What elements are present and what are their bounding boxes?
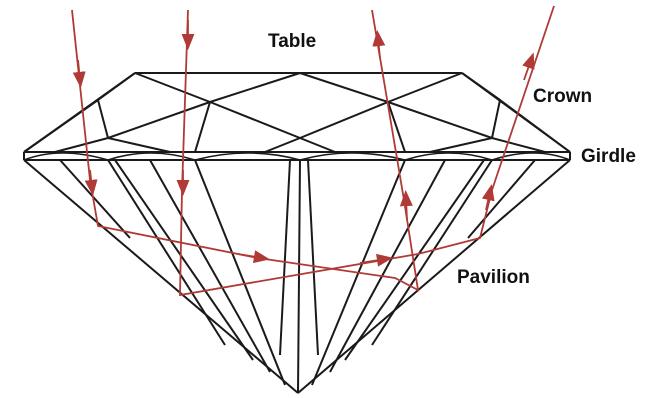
crown-label: Crown: [533, 87, 592, 106]
pavilion-edge-left: [24, 160, 298, 393]
diamond-outline: [24, 73, 570, 393]
girdle-facets: [24, 153, 570, 160]
pavilion-label: Pavilion: [457, 268, 530, 287]
light-ray-1: [72, 10, 418, 290]
table-label: Table: [268, 32, 316, 51]
crown-facets: [24, 73, 570, 152]
girdle-label: Girdle: [581, 147, 636, 166]
